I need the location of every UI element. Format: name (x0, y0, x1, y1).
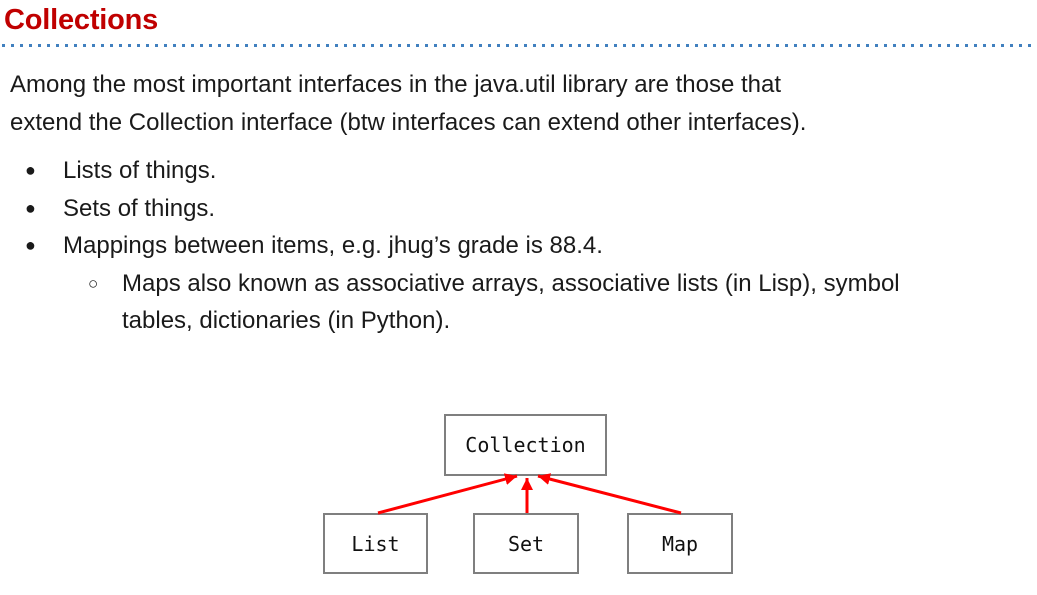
bullet-icon: ● (25, 160, 36, 180)
page-title: Collections (4, 4, 159, 36)
list-item: ● Lists of things. (0, 152, 1034, 190)
bullet-text: Mappings between items, e.g. jhug’s grad… (63, 232, 603, 259)
sub-bullet-icon: ○ (88, 273, 99, 293)
class-hierarchy-diagram: Collection List Set Map (0, 400, 1037, 595)
intro-line-1: Among the most important interfaces in t… (10, 71, 782, 98)
sub-bullet-line-2: tables, dictionaries (in Python). (122, 307, 451, 334)
arrow-list-to-collection (377, 473, 518, 515)
bullet-list: ● Lists of things. ● Sets of things. ● M… (0, 152, 1034, 340)
diagram-box-set: Set (473, 513, 579, 574)
intro-line-2: extend the Collection interface (btw int… (10, 109, 807, 136)
dotted-divider (2, 44, 1035, 47)
intro-paragraph: Among the most important interfaces in t… (10, 66, 806, 142)
diagram-box-map: Map (627, 513, 733, 574)
diagram-box-collection: Collection (444, 414, 607, 476)
diagram-box-list: List (323, 513, 428, 574)
bullet-icon: ● (25, 197, 36, 218)
sub-bullet-line-1: Maps also known as associative arrays, a… (122, 269, 900, 297)
sub-bullet-text: Maps also known as associative arrays, a… (122, 265, 900, 340)
bullet-text: Lists of things. (63, 157, 217, 184)
list-item: ● Sets of things. (0, 190, 1034, 228)
arrow-map-to-collection (537, 473, 682, 515)
sub-list-item: ○ Maps also known as associative arrays,… (0, 265, 1034, 340)
bullet-text: Sets of things. (63, 194, 216, 222)
list-item: ● Mappings between items, e.g. jhug’s gr… (0, 227, 1034, 265)
bullet-icon: ● (25, 235, 36, 255)
